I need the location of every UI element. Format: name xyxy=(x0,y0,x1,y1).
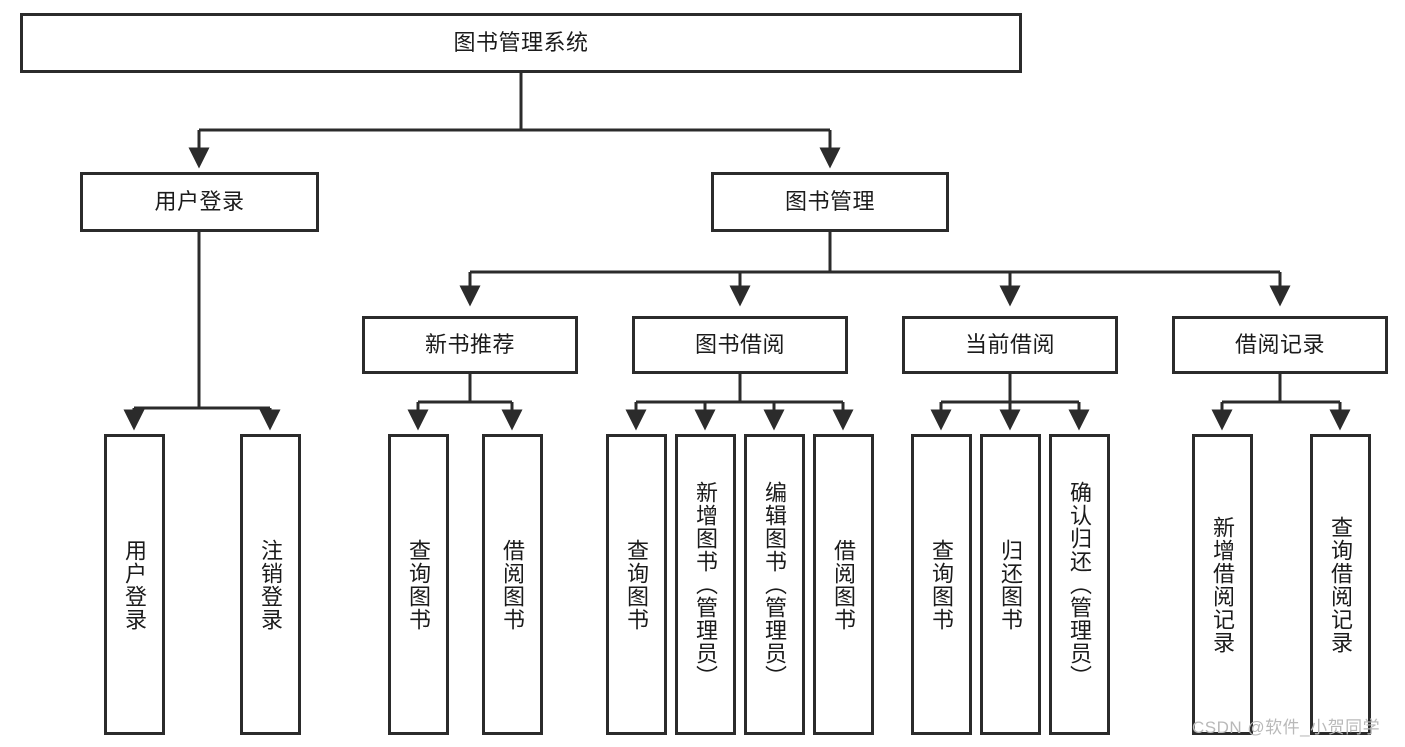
node-leaf-query-book-1-label: 查询图书 xyxy=(406,538,432,631)
node-leaf-query-record[interactable]: 查询借阅记录 xyxy=(1310,434,1371,735)
node-leaf-borrow-book-2[interactable]: 借阅图书 xyxy=(813,434,874,735)
node-leaf-add-record[interactable]: 新增借阅记录 xyxy=(1192,434,1253,735)
node-leaf-confirm-return-label: 确认归还（管理员） xyxy=(1067,481,1093,688)
node-leaf-query-book-3[interactable]: 查询图书 xyxy=(911,434,972,735)
node-new-book-rec[interactable]: 新书推荐 xyxy=(362,316,578,374)
node-root-label: 图书管理系统 xyxy=(453,30,589,56)
node-leaf-logout-label: 注销登录 xyxy=(258,538,284,631)
node-leaf-logout[interactable]: 注销登录 xyxy=(240,434,301,735)
node-leaf-add-book[interactable]: 新增图书（管理员） xyxy=(675,434,736,735)
node-leaf-user-login-label: 用户登录 xyxy=(122,538,148,631)
node-leaf-return-book[interactable]: 归还图书 xyxy=(980,434,1041,735)
node-book-borrow-label: 图书借阅 xyxy=(694,332,785,358)
node-book-manage-label: 图书管理 xyxy=(784,189,875,215)
node-user-login[interactable]: 用户登录 xyxy=(80,172,319,232)
node-root[interactable]: 图书管理系统 xyxy=(20,13,1022,73)
node-leaf-query-book-3-label: 查询图书 xyxy=(929,538,955,631)
node-new-book-rec-label: 新书推荐 xyxy=(424,332,515,358)
csdn-watermark: CSDN @软件_小贺同学 xyxy=(1192,718,1381,737)
node-leaf-add-book-label: 新增图书（管理员） xyxy=(693,481,719,688)
node-book-borrow[interactable]: 图书借阅 xyxy=(632,316,848,374)
node-current-borrow-label: 当前借阅 xyxy=(964,332,1055,358)
node-leaf-query-book-2[interactable]: 查询图书 xyxy=(606,434,667,735)
node-leaf-confirm-return[interactable]: 确认归还（管理员） xyxy=(1049,434,1110,735)
node-borrow-record-label: 借阅记录 xyxy=(1234,332,1325,358)
node-leaf-borrow-book-1[interactable]: 借阅图书 xyxy=(482,434,543,735)
node-leaf-borrow-book-2-label: 借阅图书 xyxy=(831,538,857,631)
node-user-login-label: 用户登录 xyxy=(154,189,245,215)
node-leaf-edit-book[interactable]: 编辑图书（管理员） xyxy=(744,434,805,735)
node-leaf-return-book-label: 归还图书 xyxy=(998,538,1024,631)
node-current-borrow[interactable]: 当前借阅 xyxy=(902,316,1118,374)
node-leaf-query-book-2-label: 查询图书 xyxy=(624,538,650,631)
node-leaf-edit-book-label: 编辑图书（管理员） xyxy=(762,481,788,688)
node-leaf-query-book-1[interactable]: 查询图书 xyxy=(388,434,449,735)
node-book-manage[interactable]: 图书管理 xyxy=(711,172,949,232)
node-leaf-user-login[interactable]: 用户登录 xyxy=(104,434,165,735)
node-leaf-borrow-book-1-label: 借阅图书 xyxy=(500,538,526,631)
node-leaf-query-record-label: 查询借阅记录 xyxy=(1328,515,1354,654)
node-leaf-add-record-label: 新增借阅记录 xyxy=(1210,515,1236,654)
node-borrow-record[interactable]: 借阅记录 xyxy=(1172,316,1388,374)
